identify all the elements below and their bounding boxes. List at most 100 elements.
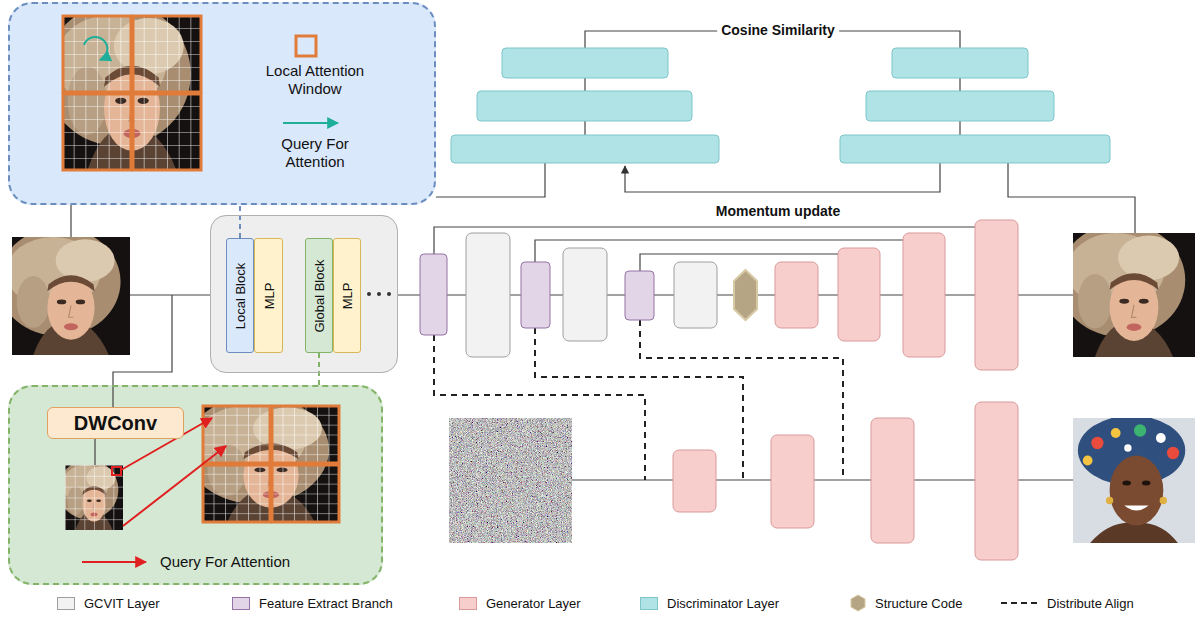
legend-text: Structure Code (875, 596, 962, 611)
attention-window (133, 94, 201, 170)
node-label: MLP (262, 282, 275, 309)
momentum-arrow (625, 163, 940, 192)
connector (239, 205, 241, 238)
patch-grid (62, 15, 202, 171)
attention-window (203, 406, 339, 522)
dot (377, 292, 381, 296)
legend-symbol (1000, 598, 1038, 608)
attention-window (63, 16, 201, 170)
generator-layer (975, 402, 1018, 560)
encoder-fill (210, 215, 398, 373)
wire (94, 439, 95, 465)
query-arrow (84, 37, 107, 60)
structure-code-symbol (851, 595, 865, 611)
generator-layer (673, 450, 716, 512)
legend-text: Feature Extract Branch (259, 596, 393, 611)
generator-layer (771, 435, 814, 528)
dot (387, 292, 391, 296)
legend-swatch (232, 597, 250, 610)
wire (70, 205, 71, 237)
discriminator-layer (451, 48, 1110, 163)
connector (318, 353, 320, 385)
legend-item: Distribute Align (1000, 594, 1134, 612)
mlp-block: MLP (333, 238, 361, 353)
legend-text: Generator Layer (486, 596, 581, 611)
legend-item: Structure Code (850, 594, 962, 612)
query-arrow-symbol (82, 561, 146, 563)
global-panel-fill (8, 385, 383, 585)
patch-grid (65, 465, 123, 530)
gcvit-layer (466, 233, 510, 357)
global-query-arrow (123, 446, 226, 526)
panel-caption: Query For Attention (255, 135, 375, 171)
attention-window (203, 465, 270, 522)
query-arrow-symbol (283, 122, 338, 124)
gcvit-layer (674, 262, 717, 328)
attention-window (133, 16, 201, 92)
dwconv-box: DWConv (47, 407, 184, 439)
legend-item: GCVIT Layer (57, 594, 160, 612)
legend-item: Generator Layer (459, 594, 581, 612)
input-photo (0, 228, 130, 355)
local-block: Local Block (226, 238, 254, 353)
window-photo (45, 3, 202, 171)
discriminator-layer (866, 91, 1054, 121)
attention-window (272, 465, 339, 522)
global-block: Global Block (305, 238, 333, 353)
feature-extract-branch (420, 254, 447, 335)
node-label: DWConv (74, 412, 157, 435)
discriminator-layer (502, 48, 668, 78)
similarity-label: Cosine Similarity (717, 22, 839, 38)
gcvit-layer (466, 233, 717, 357)
global-panel: Query For Attention DWConv (8, 385, 383, 585)
legend-text: Discriminator Layer (667, 596, 779, 611)
discriminator-layer (451, 135, 719, 163)
panel-caption: Local Attention Window (255, 62, 375, 98)
patch-grid (202, 405, 340, 523)
legend-symbol (850, 594, 866, 612)
downsampled-photo (58, 460, 123, 530)
legend-swatch (57, 597, 75, 610)
panel-caption: Query For Attention (160, 553, 290, 571)
mlp-block: MLP (254, 238, 283, 353)
legend-swatch (459, 597, 477, 610)
legend-item: Feature Extract Branch (232, 594, 393, 612)
attention-panel-fill (8, 2, 436, 205)
legend-text: GCVIT Layer (84, 596, 160, 611)
momentum-label: Momentum update (712, 203, 844, 219)
node-label: Global Block (313, 259, 326, 332)
global-query-token (112, 467, 121, 475)
attention-window (203, 406, 270, 463)
wire (436, 163, 545, 197)
attention-window (63, 94, 131, 170)
discriminator-layer (892, 48, 1028, 78)
legend-swatch (640, 597, 658, 610)
noise-image (449, 418, 572, 543)
generator-layer (903, 233, 945, 357)
node-label: MLP (341, 282, 354, 309)
photo (0, 223, 1195, 543)
generator-layer (673, 220, 1018, 560)
attention-window (63, 16, 131, 92)
structure-code (734, 270, 757, 320)
generator-layer (838, 248, 880, 341)
gcvit-layer (563, 248, 607, 341)
output-photo (1058, 223, 1195, 357)
discriminator-layer (840, 135, 1110, 163)
global-attention-figure (58, 396, 340, 562)
generated-photo (1073, 416, 1195, 544)
wire (1008, 163, 1135, 233)
feature-extract-branch (521, 262, 550, 328)
discriminator-layer (477, 91, 692, 121)
generator-layer (871, 418, 914, 543)
node-label: Local Block (234, 262, 247, 328)
generator-layer (975, 220, 1018, 370)
attention-window (272, 406, 339, 463)
legend-item: Discriminator Layer (640, 594, 779, 612)
feature-extract-branch (625, 271, 654, 320)
feature-extract-branch (420, 254, 654, 335)
